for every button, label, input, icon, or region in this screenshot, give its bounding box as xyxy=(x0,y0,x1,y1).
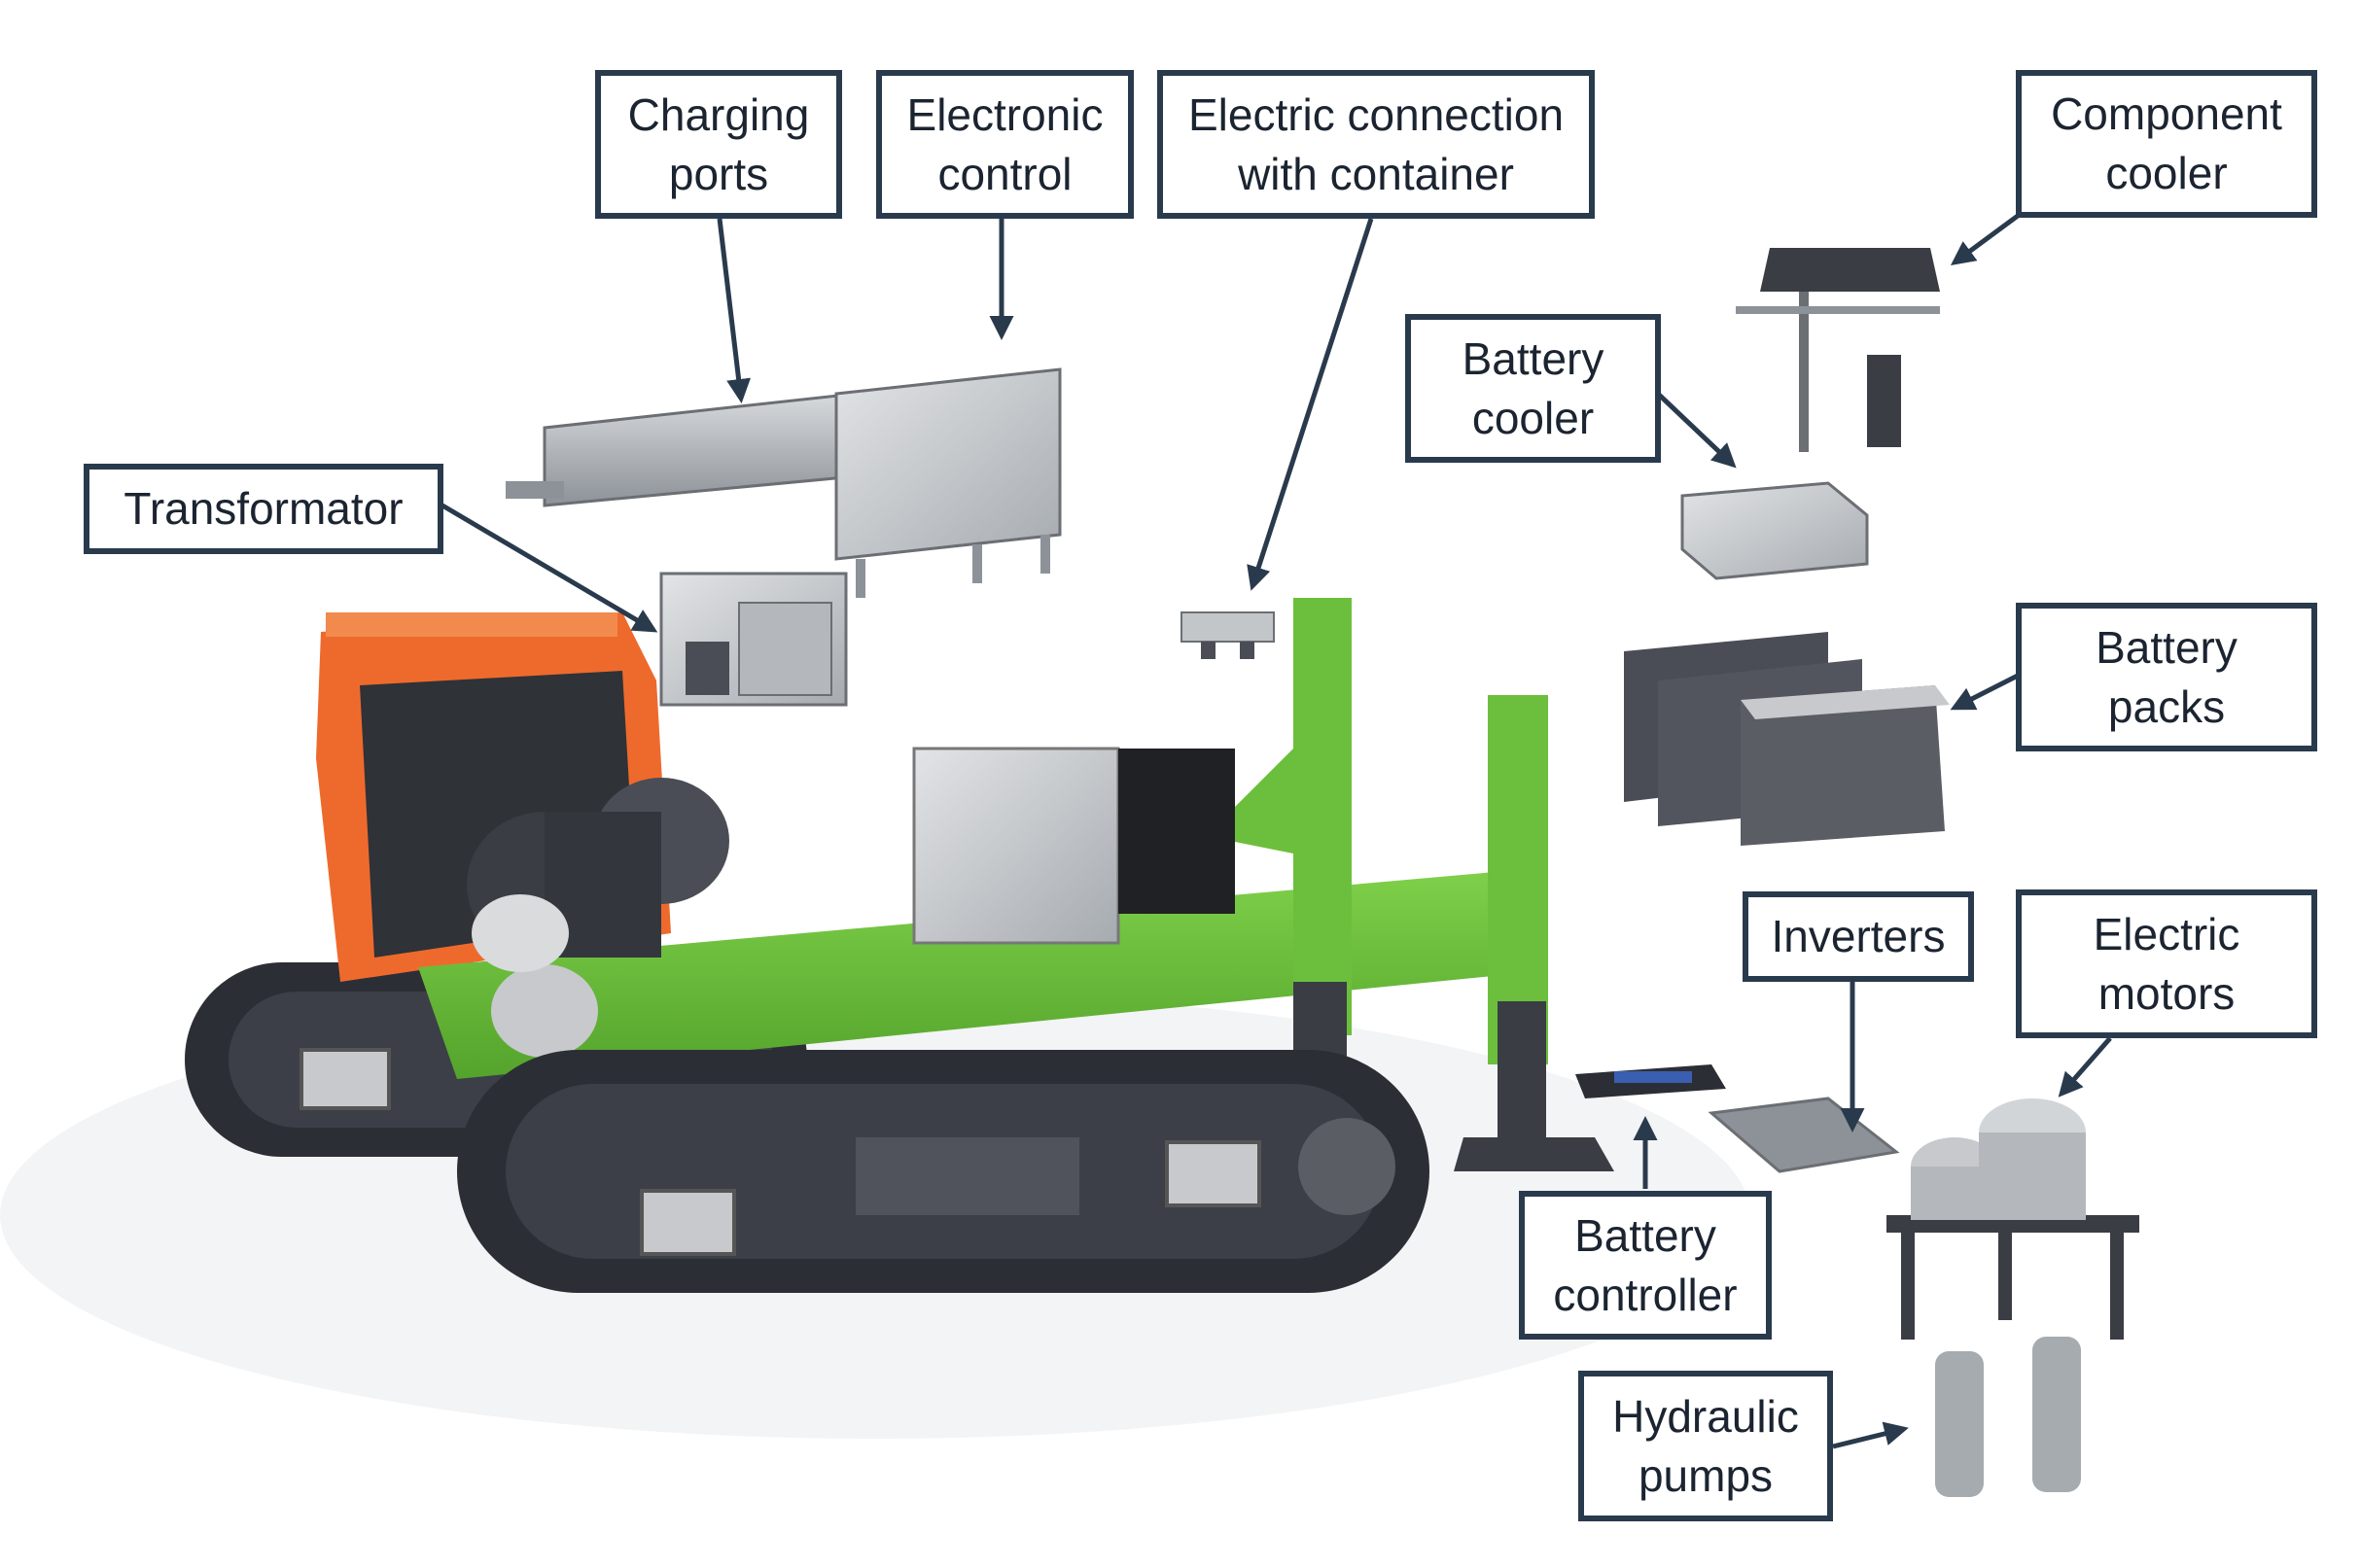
label-inverters: Inverters xyxy=(1743,891,1974,982)
charging-ports-part xyxy=(506,392,858,507)
frame-radiator xyxy=(912,747,1235,945)
label-electronic-control: Electronic control xyxy=(876,70,1134,219)
label-battery-packs: Battery packs xyxy=(2016,603,2317,751)
winch-assembly xyxy=(467,778,729,1058)
electronic-control-part xyxy=(834,367,1062,598)
label-component-cooler: Component cooler xyxy=(2016,70,2317,218)
electric-motors-part xyxy=(1886,1098,2139,1340)
label-transformator: Transformator xyxy=(84,464,443,554)
component-cooler-part xyxy=(1736,248,1940,452)
electric-connection-part xyxy=(1180,611,1275,659)
leader-arrows xyxy=(440,213,2112,1449)
battery-cooler-part xyxy=(1680,481,1869,580)
arrow-battery-packs xyxy=(1950,673,2020,711)
green-frame xyxy=(418,598,1614,1171)
arrow-hydraulic-pumps xyxy=(1832,1421,1909,1449)
hydraulic-pumps-part xyxy=(1935,1337,2081,1497)
label-battery-cooler: Battery cooler xyxy=(1405,314,1661,463)
label-electric-motors: Electric motors xyxy=(2016,889,2317,1038)
label-battery-controller: Battery controller xyxy=(1519,1191,1772,1340)
battery-packs-part xyxy=(1624,632,1950,846)
arrow-charging-ports xyxy=(717,218,752,403)
label-charging-ports: Charging ports xyxy=(595,70,842,219)
arrow-electric-connection xyxy=(1247,218,1374,591)
label-hydraulic-pumps: Hydraulic pumps xyxy=(1578,1371,1833,1521)
arrow-transformator xyxy=(440,503,658,633)
inverters-part xyxy=(1708,1097,1900,1173)
label-electric-connection: Electric connection with container xyxy=(1157,70,1595,219)
arrow-battery-cooler xyxy=(1656,392,1737,469)
battery-controller-part xyxy=(1575,1064,1726,1098)
transformator-part xyxy=(659,572,848,707)
front-track xyxy=(457,1050,1429,1293)
arrow-component-cooler xyxy=(1950,213,2020,265)
arrow-electric-motors xyxy=(2058,1036,2112,1098)
